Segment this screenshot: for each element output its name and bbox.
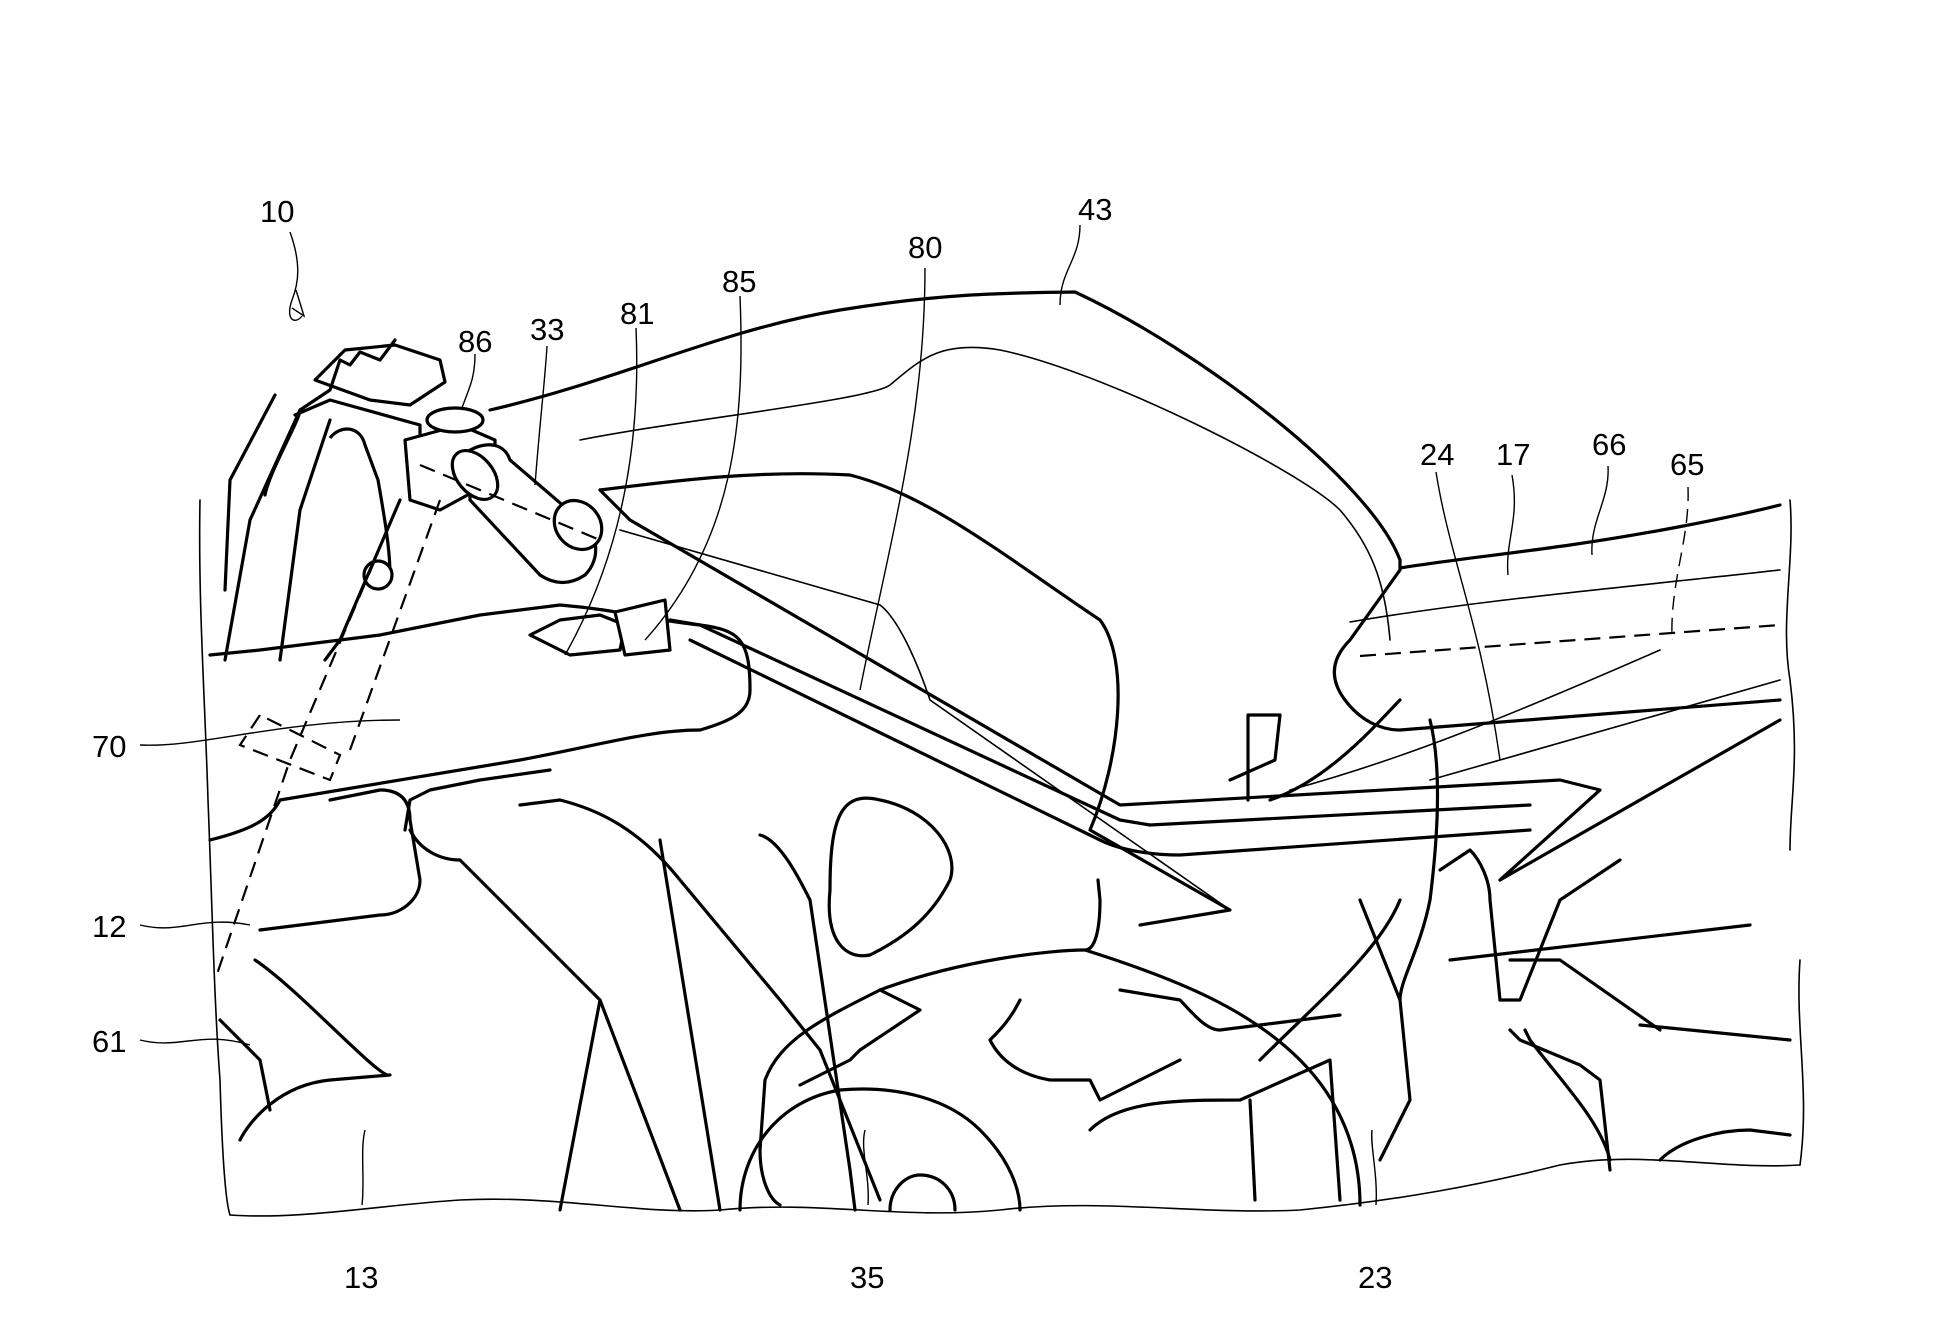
break-lines — [198, 499, 1805, 1217]
reference-numerals: 10 86 33 81 85 80 43 24 17 66 65 70 12 6… — [92, 192, 1704, 1295]
label-43: 43 — [1078, 192, 1112, 227]
label-17: 17 — [1496, 437, 1530, 472]
label-12: 12 — [92, 909, 126, 944]
label-86: 86 — [458, 324, 492, 359]
label-33: 33 — [530, 312, 564, 347]
label-81: 81 — [620, 296, 654, 331]
engine-lower — [218, 718, 1792, 1212]
label-85: 85 — [722, 264, 756, 299]
label-23: 23 — [1358, 1260, 1392, 1295]
label-10: 10 — [260, 194, 294, 229]
seat — [1349, 503, 1782, 658]
label-65: 65 — [1670, 447, 1704, 482]
fuel-tank — [488, 290, 1782, 927]
label-80: 80 — [908, 230, 942, 265]
front-fork — [213, 393, 442, 981]
main-frame — [598, 488, 1782, 911]
label-61: 61 — [92, 1024, 126, 1059]
label-13: 13 — [344, 1260, 378, 1295]
label-70: 70 — [92, 729, 126, 764]
label-24: 24 — [1420, 437, 1454, 472]
handlebar-assembly — [263, 338, 604, 591]
label-66: 66 — [1592, 427, 1626, 462]
leader-lines — [139, 224, 1689, 1206]
label-35: 35 — [850, 1260, 884, 1295]
brackets — [528, 598, 672, 657]
